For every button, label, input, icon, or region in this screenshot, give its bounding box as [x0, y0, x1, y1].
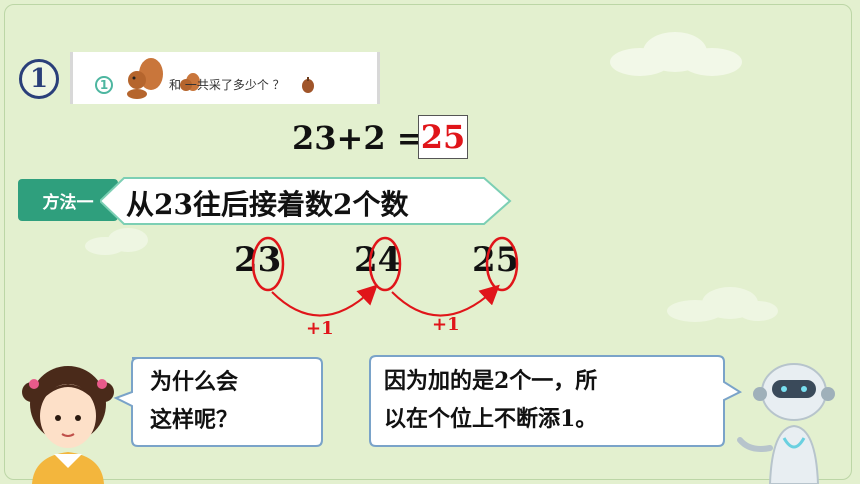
robot-avatar [737, 363, 835, 484]
question-text: 和 一共采了多少个 ？ [169, 78, 285, 92]
count-number: 24 [354, 240, 402, 280]
robot-speech-bubble [369, 355, 743, 447]
robot-speech-line: 以在个位上不断添1。 [384, 406, 598, 432]
digit-highlight-ring [251, 236, 285, 292]
count-number: 25 [472, 240, 520, 280]
question-strip: 1 和 一共采了多少个 ？ [70, 52, 380, 104]
squirrel-icon [127, 58, 163, 99]
step-label: +1 [306, 318, 334, 339]
equation: 23+2 = [292, 119, 424, 157]
girl-speech-line: 这样呢？ [150, 407, 239, 433]
girl-speech-bubble [113, 357, 323, 447]
answer-box: 25 [418, 115, 468, 159]
digit-highlight-ring [368, 236, 402, 292]
pinecone-icon [302, 77, 314, 93]
robot-speech-text: 因为加的是2个一，所 以在个位上不断添1。 [384, 362, 597, 438]
problem-number: 1 [19, 59, 59, 99]
cloud-icon [85, 228, 148, 255]
girl-avatar [22, 366, 114, 484]
step-arrow [391, 284, 500, 317]
girl-speech-line: 为什么会 [150, 369, 239, 395]
squirrel-icon [180, 73, 200, 91]
slide-frame [4, 4, 852, 480]
step-label: +1 [432, 314, 460, 335]
step-arrow [271, 284, 378, 317]
cloud-icon [667, 287, 778, 322]
robot-speech-line: 因为加的是2个一，所 [384, 368, 598, 394]
girl-speech-text: 为什么会 这样呢？ [150, 363, 238, 439]
digit-highlight-ring [485, 236, 519, 292]
cloud-icon [610, 32, 742, 76]
question-number: 1 [95, 76, 113, 94]
method-description: 从23往后接着数2个数 [126, 188, 409, 221]
method-banner [100, 177, 512, 225]
